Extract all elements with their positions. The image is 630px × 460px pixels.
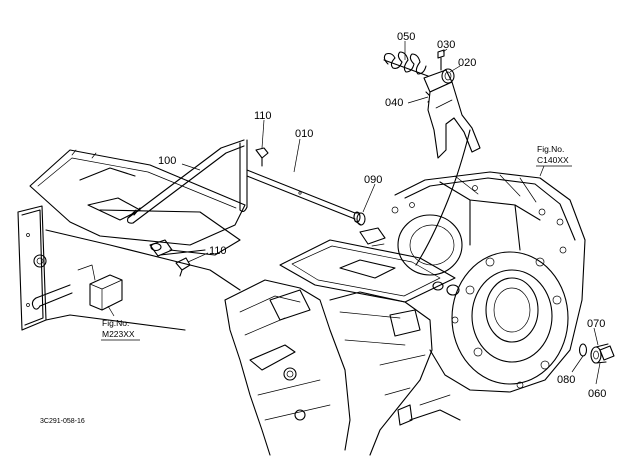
shift-fork-assembly xyxy=(383,49,481,266)
part-label-050: 050 xyxy=(397,31,415,43)
clip-110-upper xyxy=(255,147,269,167)
part-label-020: 020 xyxy=(458,57,476,69)
leader-lines xyxy=(107,41,601,385)
part-label-070: 070 xyxy=(587,318,605,330)
diagram-code: 3C291-058-16 xyxy=(40,418,85,425)
figure-ref-c140[interactable]: Fig.No. C140XX xyxy=(536,144,572,167)
rod-010 xyxy=(239,139,366,226)
figure-ref-m223[interactable]: Fig.No. M223XX xyxy=(101,318,140,341)
rod-100 xyxy=(127,139,245,224)
figure-ref-m223-number: M223XX xyxy=(102,329,135,339)
part-label-100: 100 xyxy=(158,155,176,167)
part-label-110-lower: 110 xyxy=(209,245,227,257)
part-label-060: 060 xyxy=(588,388,606,400)
part-label-030: 030 xyxy=(437,39,455,51)
figure-ref-c140-number: C140XX xyxy=(537,155,569,165)
figure-ref-c140-title: Fig.No. xyxy=(537,144,564,154)
clip-110-lower xyxy=(175,257,191,277)
part-label-110-upper: 110 xyxy=(254,110,272,122)
part-label-090: 090 xyxy=(364,174,382,186)
part-label-080: 080 xyxy=(557,374,575,386)
frame-assembly xyxy=(17,149,246,331)
part-label-010: 010 xyxy=(295,128,313,140)
transmission-housing xyxy=(224,171,586,456)
figure-ref-m223-title: Fig.No. xyxy=(102,318,129,328)
part-label-040: 040 xyxy=(385,97,403,109)
drain-plug-parts xyxy=(578,343,615,364)
